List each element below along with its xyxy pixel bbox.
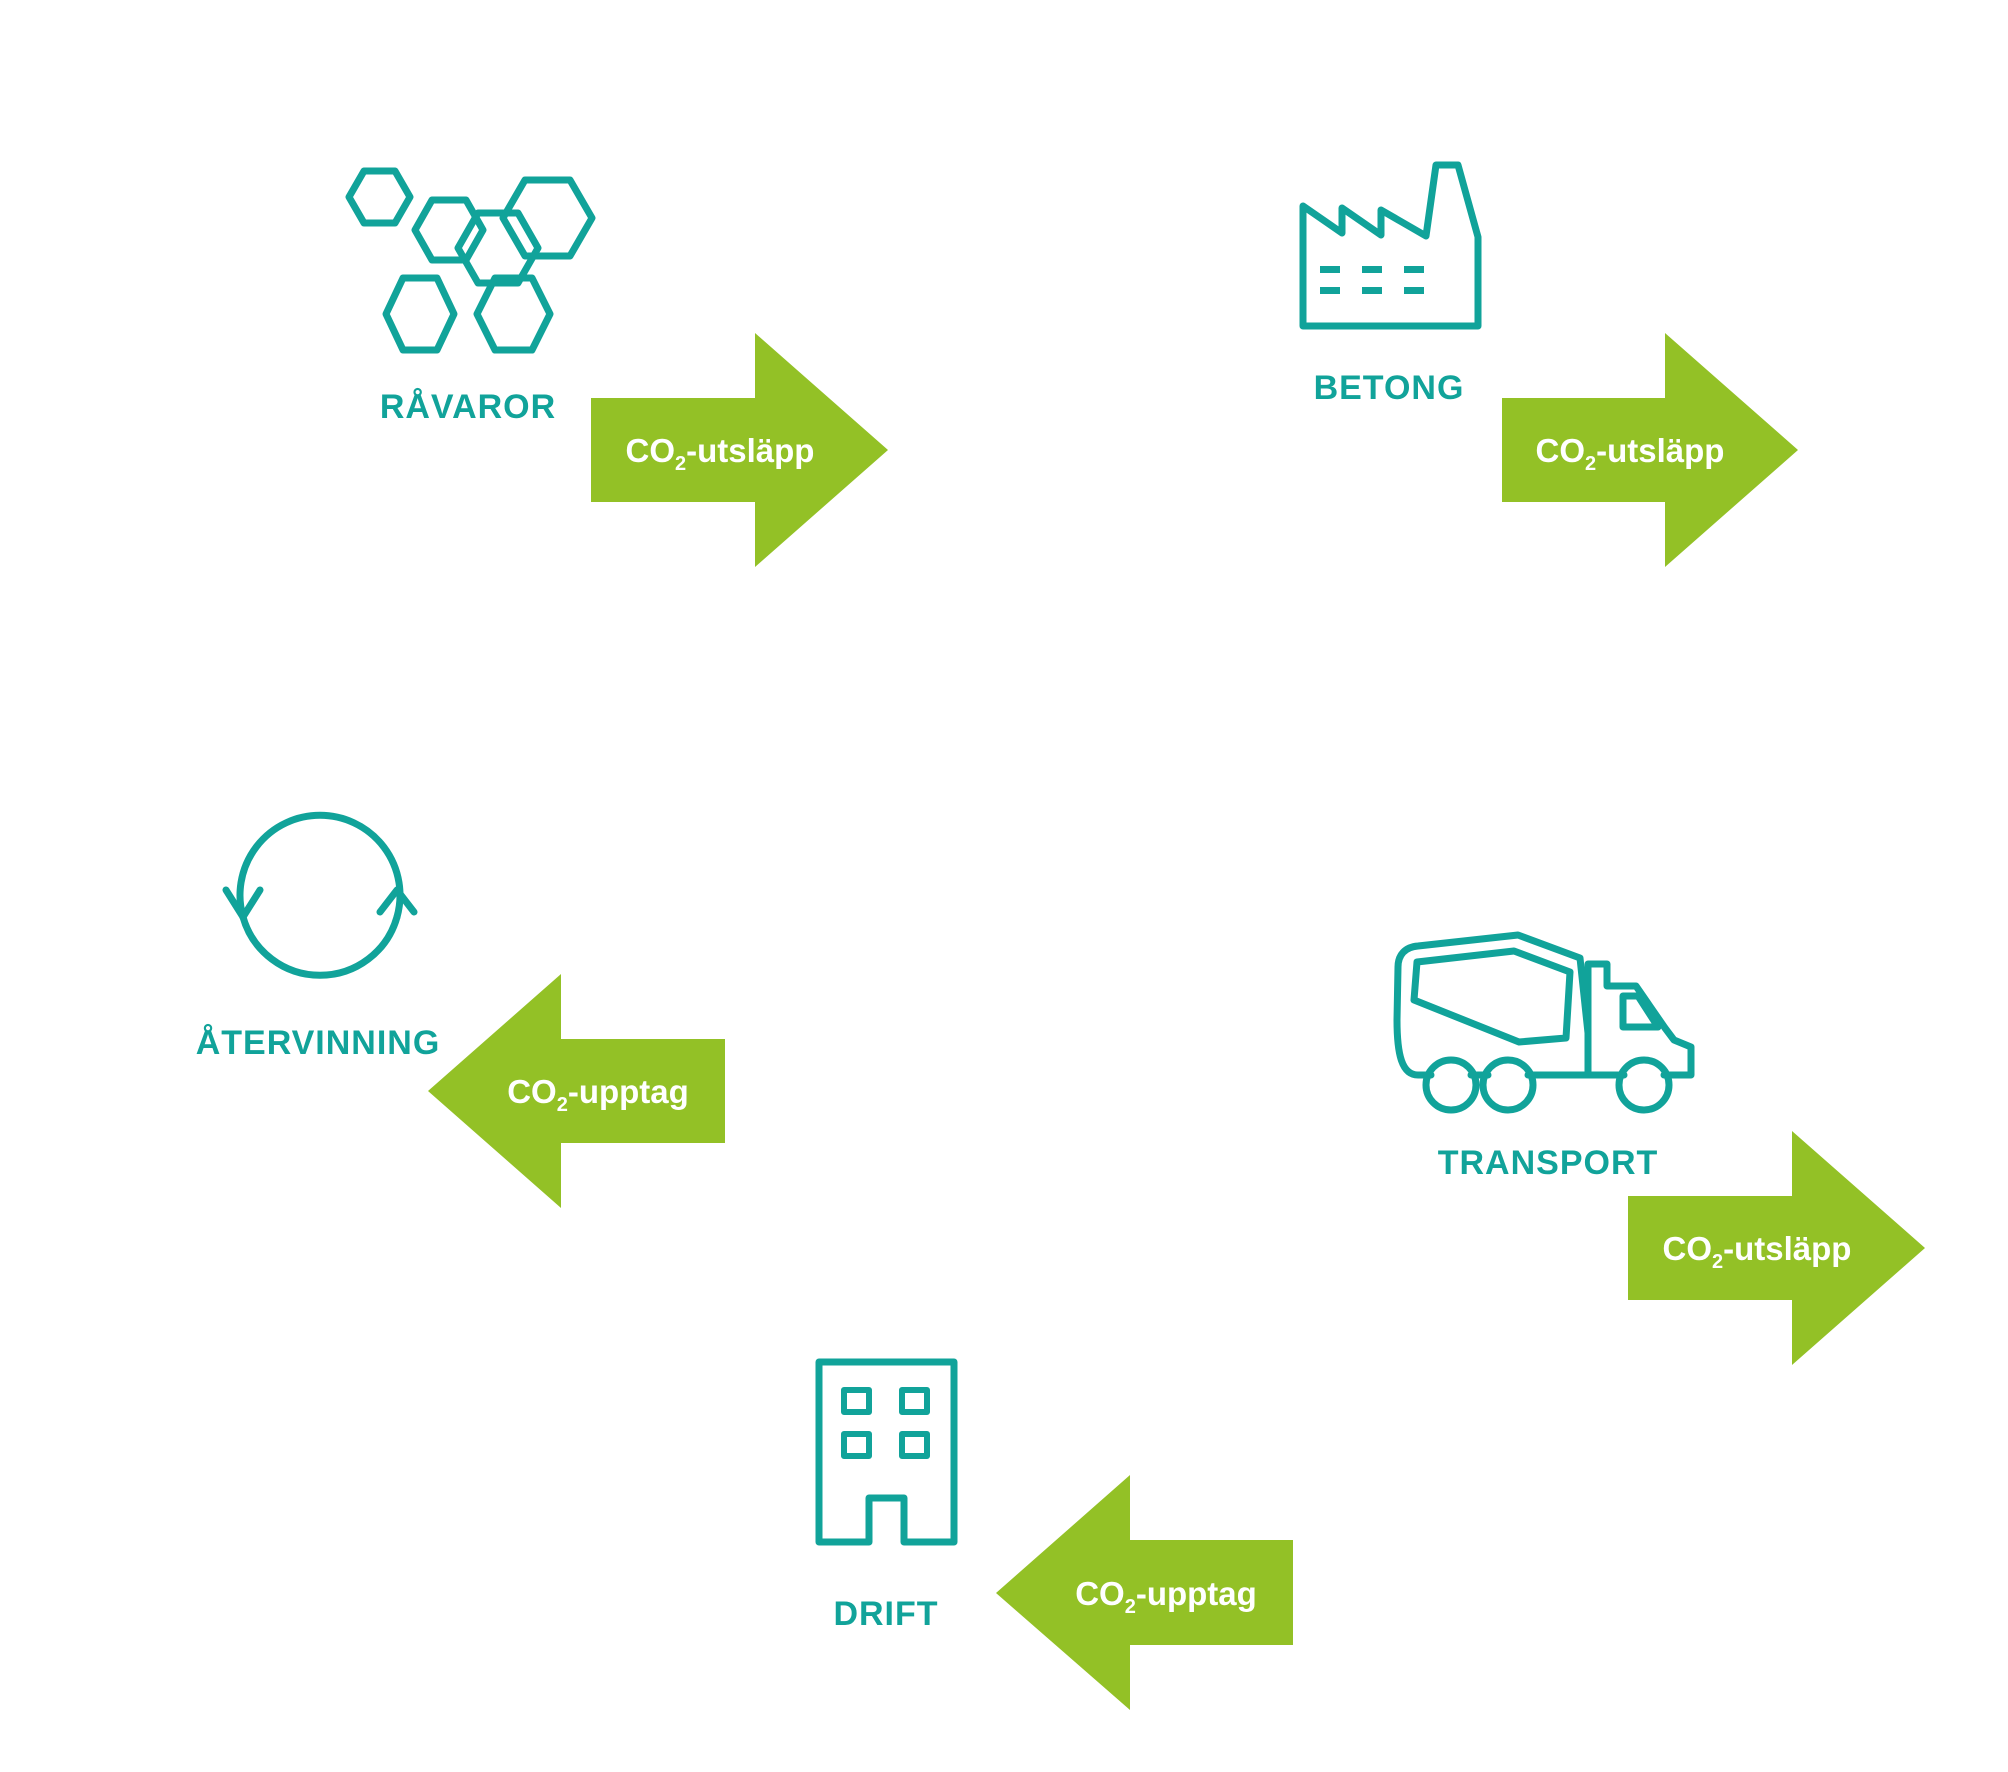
svg-text:CO2-upptag: CO2-upptag [1075,1575,1257,1618]
co2-emission-arrow-ravaror: CO2-utsläpp [591,333,888,567]
stage-atervinning: ÅTERVINNING [196,811,441,1062]
co2-uptake-arrow-atervinning: CO2-upptag [428,974,725,1208]
stage-label-atervinning: ÅTERVINNING [196,1024,441,1062]
stage-label-betong: BETONG [1314,369,1465,407]
arrow-text-co: CO [507,1073,557,1110]
arrow-text-co: CO [1663,1230,1713,1267]
co2-emission-arrow-transport: CO2-utsläpp [1628,1131,1925,1365]
svg-text:CO2-utsläpp: CO2-utsläpp [626,432,815,475]
building-icon [815,1358,958,1546]
hexagons-icon [345,167,596,354]
arrow-text-sub: 2 [557,1094,568,1116]
stage-betong: BETONG [1299,161,1482,407]
arrow-text-rest: -upptag [1136,1575,1257,1612]
co2-emission-arrow-betong: CO2-utsläpp [1502,333,1798,567]
arrow-text-rest: -upptag [568,1073,689,1110]
svg-text:CO2-utsläpp: CO2-utsläpp [1536,432,1725,475]
svg-text:CO2-upptag: CO2-upptag [507,1073,689,1116]
arrow-text-rest: -utsläpp [686,432,814,469]
stage-label-transport: TRANSPORT [1438,1144,1659,1182]
concrete-mixer-truck-icon [1393,931,1695,1114]
svg-text:CO2-utsläpp: CO2-utsläpp [1663,1230,1852,1273]
arrow-text-rest: -utsläpp [1723,1230,1851,1267]
co2-uptake-arrow-drift: CO2-upptag [996,1475,1293,1710]
arrow-text-co: CO [1536,432,1586,469]
arrow-text-sub: 2 [1125,1596,1136,1618]
arrow-text-co: CO [626,432,676,469]
stage-ravaror: RÅVAROR [345,167,596,426]
stage-transport: TRANSPORT [1393,931,1695,1182]
arrow-text-sub: 2 [1585,453,1596,475]
arrow-text-sub: 2 [1712,1251,1723,1273]
stage-drift: DRIFT [815,1358,958,1633]
recycle-arrows-icon [222,811,418,979]
arrow-text-sub: 2 [675,453,686,475]
stage-label-drift: DRIFT [833,1595,938,1633]
factory-icon [1299,161,1482,330]
arrow-text-rest: -utsläpp [1596,432,1724,469]
arrow-text-co: CO [1075,1575,1125,1612]
stage-label-ravaror: RÅVAROR [380,388,556,426]
